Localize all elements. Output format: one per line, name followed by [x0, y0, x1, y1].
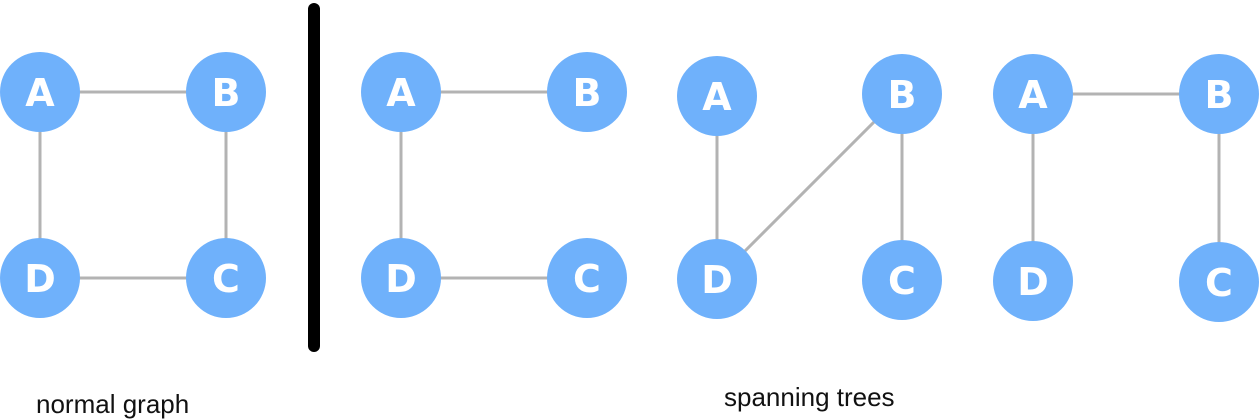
node-circle [677, 56, 757, 136]
node-circle [0, 238, 80, 318]
node-label: C [1205, 261, 1233, 305]
node-circle [677, 239, 757, 319]
node-c: C [862, 240, 942, 320]
node-label: C [212, 257, 240, 301]
node-label: C [888, 259, 916, 303]
node-circle [186, 52, 266, 132]
node-circle [862, 240, 942, 320]
node-label: D [24, 257, 56, 301]
node-label: D [701, 258, 733, 302]
node-label: D [1017, 260, 1049, 304]
node-b: B [862, 54, 942, 134]
node-d: D [993, 241, 1073, 321]
node-circle [361, 52, 441, 132]
node-a: A [993, 54, 1073, 134]
node-label: B [1205, 73, 1234, 117]
node-circle [1179, 54, 1259, 134]
node-label: B [212, 71, 241, 115]
node-circle [0, 52, 80, 132]
normal-graph-caption: normal graph [36, 389, 190, 419]
node-c: C [547, 238, 627, 318]
graph-spanning-3: A B C D [993, 54, 1259, 322]
graphs-layer: A B C D A B C D A B C D A B C D [0, 52, 1259, 322]
node-label: A [1018, 73, 1048, 117]
node-label: C [573, 257, 601, 301]
node-circle [993, 54, 1073, 134]
node-circle [993, 241, 1073, 321]
node-circle [1179, 242, 1259, 322]
node-circle [361, 238, 441, 318]
node-label: A [702, 75, 732, 119]
node-circle [186, 238, 266, 318]
node-d: D [0, 238, 80, 318]
node-label: B [888, 73, 917, 117]
node-label: A [386, 71, 416, 115]
node-circle [547, 52, 627, 132]
graph-spanning-1: A B C D [361, 52, 627, 318]
node-d: D [361, 238, 441, 318]
node-b: B [1179, 54, 1259, 134]
node-a: A [361, 52, 441, 132]
edge-d-b [715, 92, 904, 281]
graph-normal: A B C D [0, 52, 266, 318]
node-b: B [186, 52, 266, 132]
node-label: A [25, 71, 55, 115]
node-c: C [1179, 242, 1259, 322]
spanning-trees-caption: spanning trees [724, 382, 895, 412]
node-circle [547, 238, 627, 318]
node-b: B [547, 52, 627, 132]
node-circle [862, 54, 942, 134]
node-a: A [0, 52, 80, 132]
node-a: A [677, 56, 757, 136]
node-label: D [385, 257, 417, 301]
graph-spanning-2: A B C D [677, 54, 942, 320]
node-label: B [573, 71, 602, 115]
node-c: C [186, 238, 266, 318]
node-d: D [677, 239, 757, 319]
